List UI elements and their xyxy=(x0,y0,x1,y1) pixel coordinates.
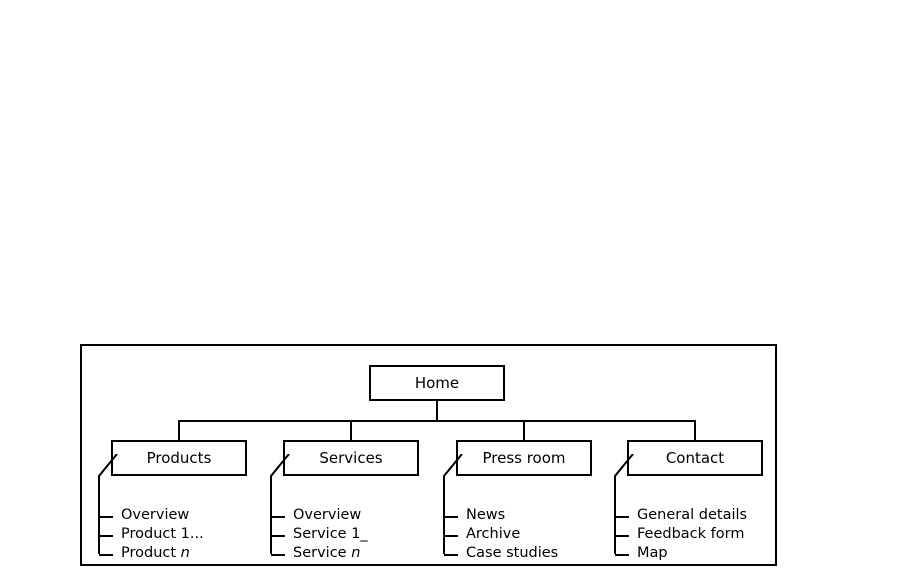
leaf-label: Feedback form xyxy=(637,526,745,542)
connector-home-stem xyxy=(436,401,438,422)
leaf-label: Service 1_ xyxy=(293,526,368,542)
leaf-label: Overview xyxy=(121,507,190,523)
leaf-list-contact: General details Feedback form Map xyxy=(615,506,747,563)
leaf-label: Overview xyxy=(293,507,362,523)
leaf-label: Service xyxy=(293,545,352,561)
leaf-item: Feedback form xyxy=(615,525,747,544)
connector-drop-services xyxy=(350,420,352,441)
leaf-item: Product n xyxy=(99,544,204,563)
leaf-list-press-room: News Archive Case studies xyxy=(444,506,558,563)
node-services: Services xyxy=(283,440,419,476)
node-press-room-label: Press room xyxy=(482,448,566,467)
leaf-label: Product xyxy=(121,545,181,561)
leaf-label-italic: n xyxy=(351,545,361,561)
leaf-label: Product 1... xyxy=(121,526,204,542)
node-products: Products xyxy=(111,440,247,476)
leaf-item: News xyxy=(444,506,558,525)
node-services-label: Services xyxy=(319,448,383,467)
node-contact: Contact xyxy=(627,440,763,476)
connector-elbow-products xyxy=(93,454,119,554)
node-press-room: Press room xyxy=(456,440,592,476)
node-home-label: Home xyxy=(414,373,460,392)
leaf-label: Archive xyxy=(466,526,521,542)
leaf-label: General details xyxy=(637,507,748,523)
leaf-item: Map xyxy=(615,544,747,563)
connector-elbow-services xyxy=(265,454,291,554)
connector-drop-contact xyxy=(694,420,696,441)
leaf-item: Archive xyxy=(444,525,558,544)
leaf-item: Service n xyxy=(271,544,368,563)
leaf-list-services: Overview Service 1_ Service n xyxy=(271,506,368,563)
connector-drop-press-room xyxy=(523,420,525,441)
leaf-item: General details xyxy=(615,506,747,525)
leaf-item: Product 1... xyxy=(99,525,204,544)
leaf-label-italic: n xyxy=(180,545,190,561)
node-products-label: Products xyxy=(146,448,212,467)
node-home: Home xyxy=(369,365,505,401)
leaf-item: Case studies xyxy=(444,544,558,563)
leaf-label: Map xyxy=(637,545,668,561)
connector-elbow-press-room xyxy=(438,454,464,554)
node-contact-label: Contact xyxy=(665,448,725,467)
sitemap-diagram: Home Products Services Press room Contac… xyxy=(80,344,777,566)
leaf-item: Overview xyxy=(99,506,204,525)
connector-horizontal-bus xyxy=(178,420,696,422)
leaf-item: Service 1_ xyxy=(271,525,368,544)
connector-elbow-contact xyxy=(609,454,635,554)
leaf-list-products: Overview Product 1... Product n xyxy=(99,506,204,563)
leaf-label: Case studies xyxy=(466,545,559,561)
connector-drop-products xyxy=(178,420,180,441)
leaf-label: News xyxy=(466,507,506,523)
leaf-item: Overview xyxy=(271,506,368,525)
